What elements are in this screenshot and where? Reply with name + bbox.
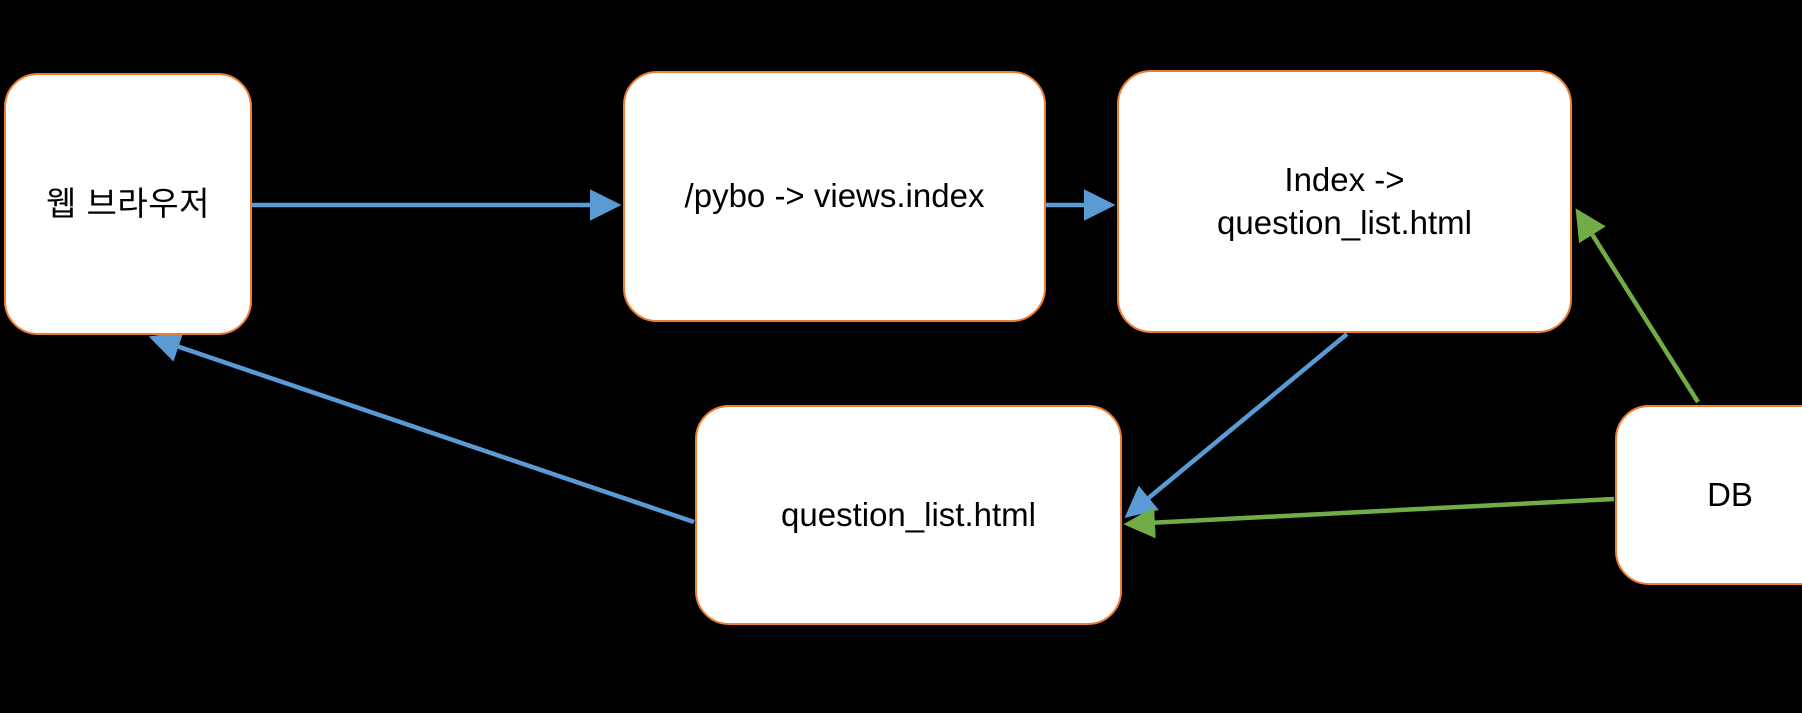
database-node[interactable]: DB [1615, 405, 1802, 585]
web-browser-node[interactable]: 웹 브라우저 [4, 73, 252, 335]
url-to-view-node-label: /pybo -> views.index [684, 177, 985, 215]
index-to-template-node-label: Index -> question_list.html [1217, 161, 1472, 241]
edge-db-to-template [1123, 496, 1615, 539]
question-list-template-node-label: question_list.html [781, 495, 1036, 533]
database-node-label: DB [1707, 475, 1753, 513]
edge-template-to-browser [148, 331, 695, 525]
edge-indexview-to-template [1124, 332, 1349, 518]
index-to-template-node[interactable]: Index -> question_list.html [1117, 70, 1572, 333]
url-to-view-node[interactable]: /pybo -> views.index [623, 71, 1046, 322]
question-list-template-node[interactable]: question_list.html [695, 405, 1122, 625]
edge-db-to-indexview [1575, 208, 1700, 404]
web-browser-node-label: 웹 브라우저 [46, 184, 210, 222]
